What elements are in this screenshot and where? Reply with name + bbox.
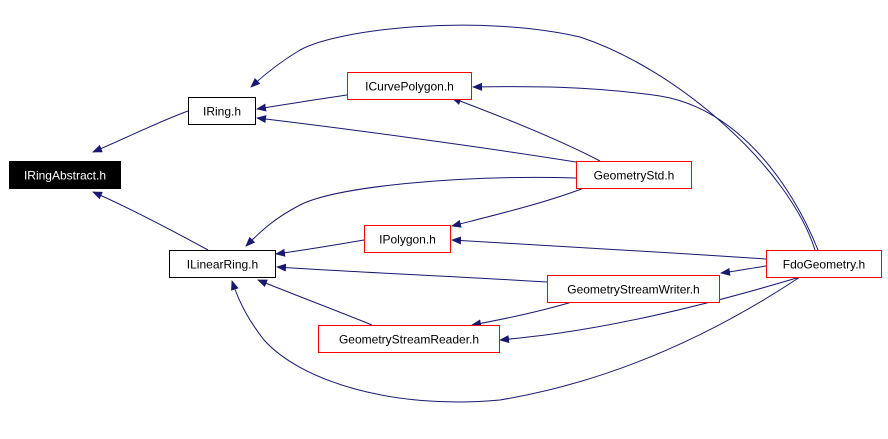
node-icurvepolygon[interactable]: ICurvePolygon.h: [347, 72, 472, 100]
node-ilinearring[interactable]: ILinearRing.h: [169, 250, 276, 278]
edge-fdogeometry-to-ipolygon: [451, 236, 767, 260]
node-geometrystreamreader[interactable]: GeometryStreamReader.h: [318, 325, 500, 353]
edge-ilinearring-to-iringabstract: [92, 191, 209, 251]
node-geometrystd[interactable]: GeometryStd.h: [576, 161, 692, 189]
edge-geometrystreamwriter-to-ilinearring: [276, 263, 548, 283]
node-fdogeometry[interactable]: FdoGeometry.h: [766, 250, 882, 278]
node-label: GeometryStreamWriter.h: [567, 283, 699, 297]
node-box: [576, 161, 692, 189]
edge-fdogeometry-to-ilinearring: [231, 276, 801, 403]
edge-geometrystreamwriter-to-geometrystreamreader: [471, 301, 573, 328]
edge-geometrystd-to-icurvepolygon: [451, 97, 601, 162]
node-label: GeometryStreamReader.h: [339, 333, 479, 347]
node-box: [347, 72, 472, 100]
node-label: FdoGeometry.h: [783, 258, 865, 272]
edge-ipolygon-to-ilinearring: [275, 239, 365, 257]
node-geometrystreamwriter[interactable]: GeometryStreamWriter.h: [547, 275, 720, 303]
edge-fdogeometry-to-iring: [250, 24, 816, 251]
edge-fdogeometry-to-geometrystreamreader: [499, 276, 801, 344]
node-label: ICurvePolygon.h: [365, 80, 454, 94]
node-box: [188, 97, 256, 125]
edge-geometrystd-to-ilinearring: [245, 176, 577, 247]
edge-geometrystreamreader-to-ilinearring: [257, 279, 373, 326]
node-label: IRing.h: [203, 105, 241, 119]
node-label: ILinearRing.h: [187, 258, 258, 272]
edge-geometrystd-to-iring: [256, 115, 577, 163]
node-iringabstract[interactable]: IRingAbstract.h: [9, 161, 121, 189]
node-label: GeometryStd.h: [594, 169, 675, 183]
node-ipolygon[interactable]: IPolygon.h: [364, 225, 451, 253]
node-box: [9, 161, 121, 189]
node-box: [318, 325, 500, 353]
edge-geometrystd-to-ipolygon: [451, 187, 585, 228]
node-box: [766, 250, 882, 278]
edge-icurvepolygon-to-iring: [256, 94, 348, 112]
node-box: [547, 275, 720, 303]
edges: [92, 24, 819, 403]
edge-iring-to-iringabstract: [92, 110, 189, 153]
edge-fdogeometry-to-icurvepolygon: [472, 82, 819, 251]
node-box: [169, 250, 276, 278]
node-box: [364, 225, 451, 253]
node-label: IPolygon.h: [379, 233, 436, 247]
node-label: IRingAbstract.h: [24, 169, 106, 183]
edge-fdogeometry-to-geometrystreamwriter: [720, 265, 767, 276]
node-iring[interactable]: IRing.h: [188, 97, 256, 125]
